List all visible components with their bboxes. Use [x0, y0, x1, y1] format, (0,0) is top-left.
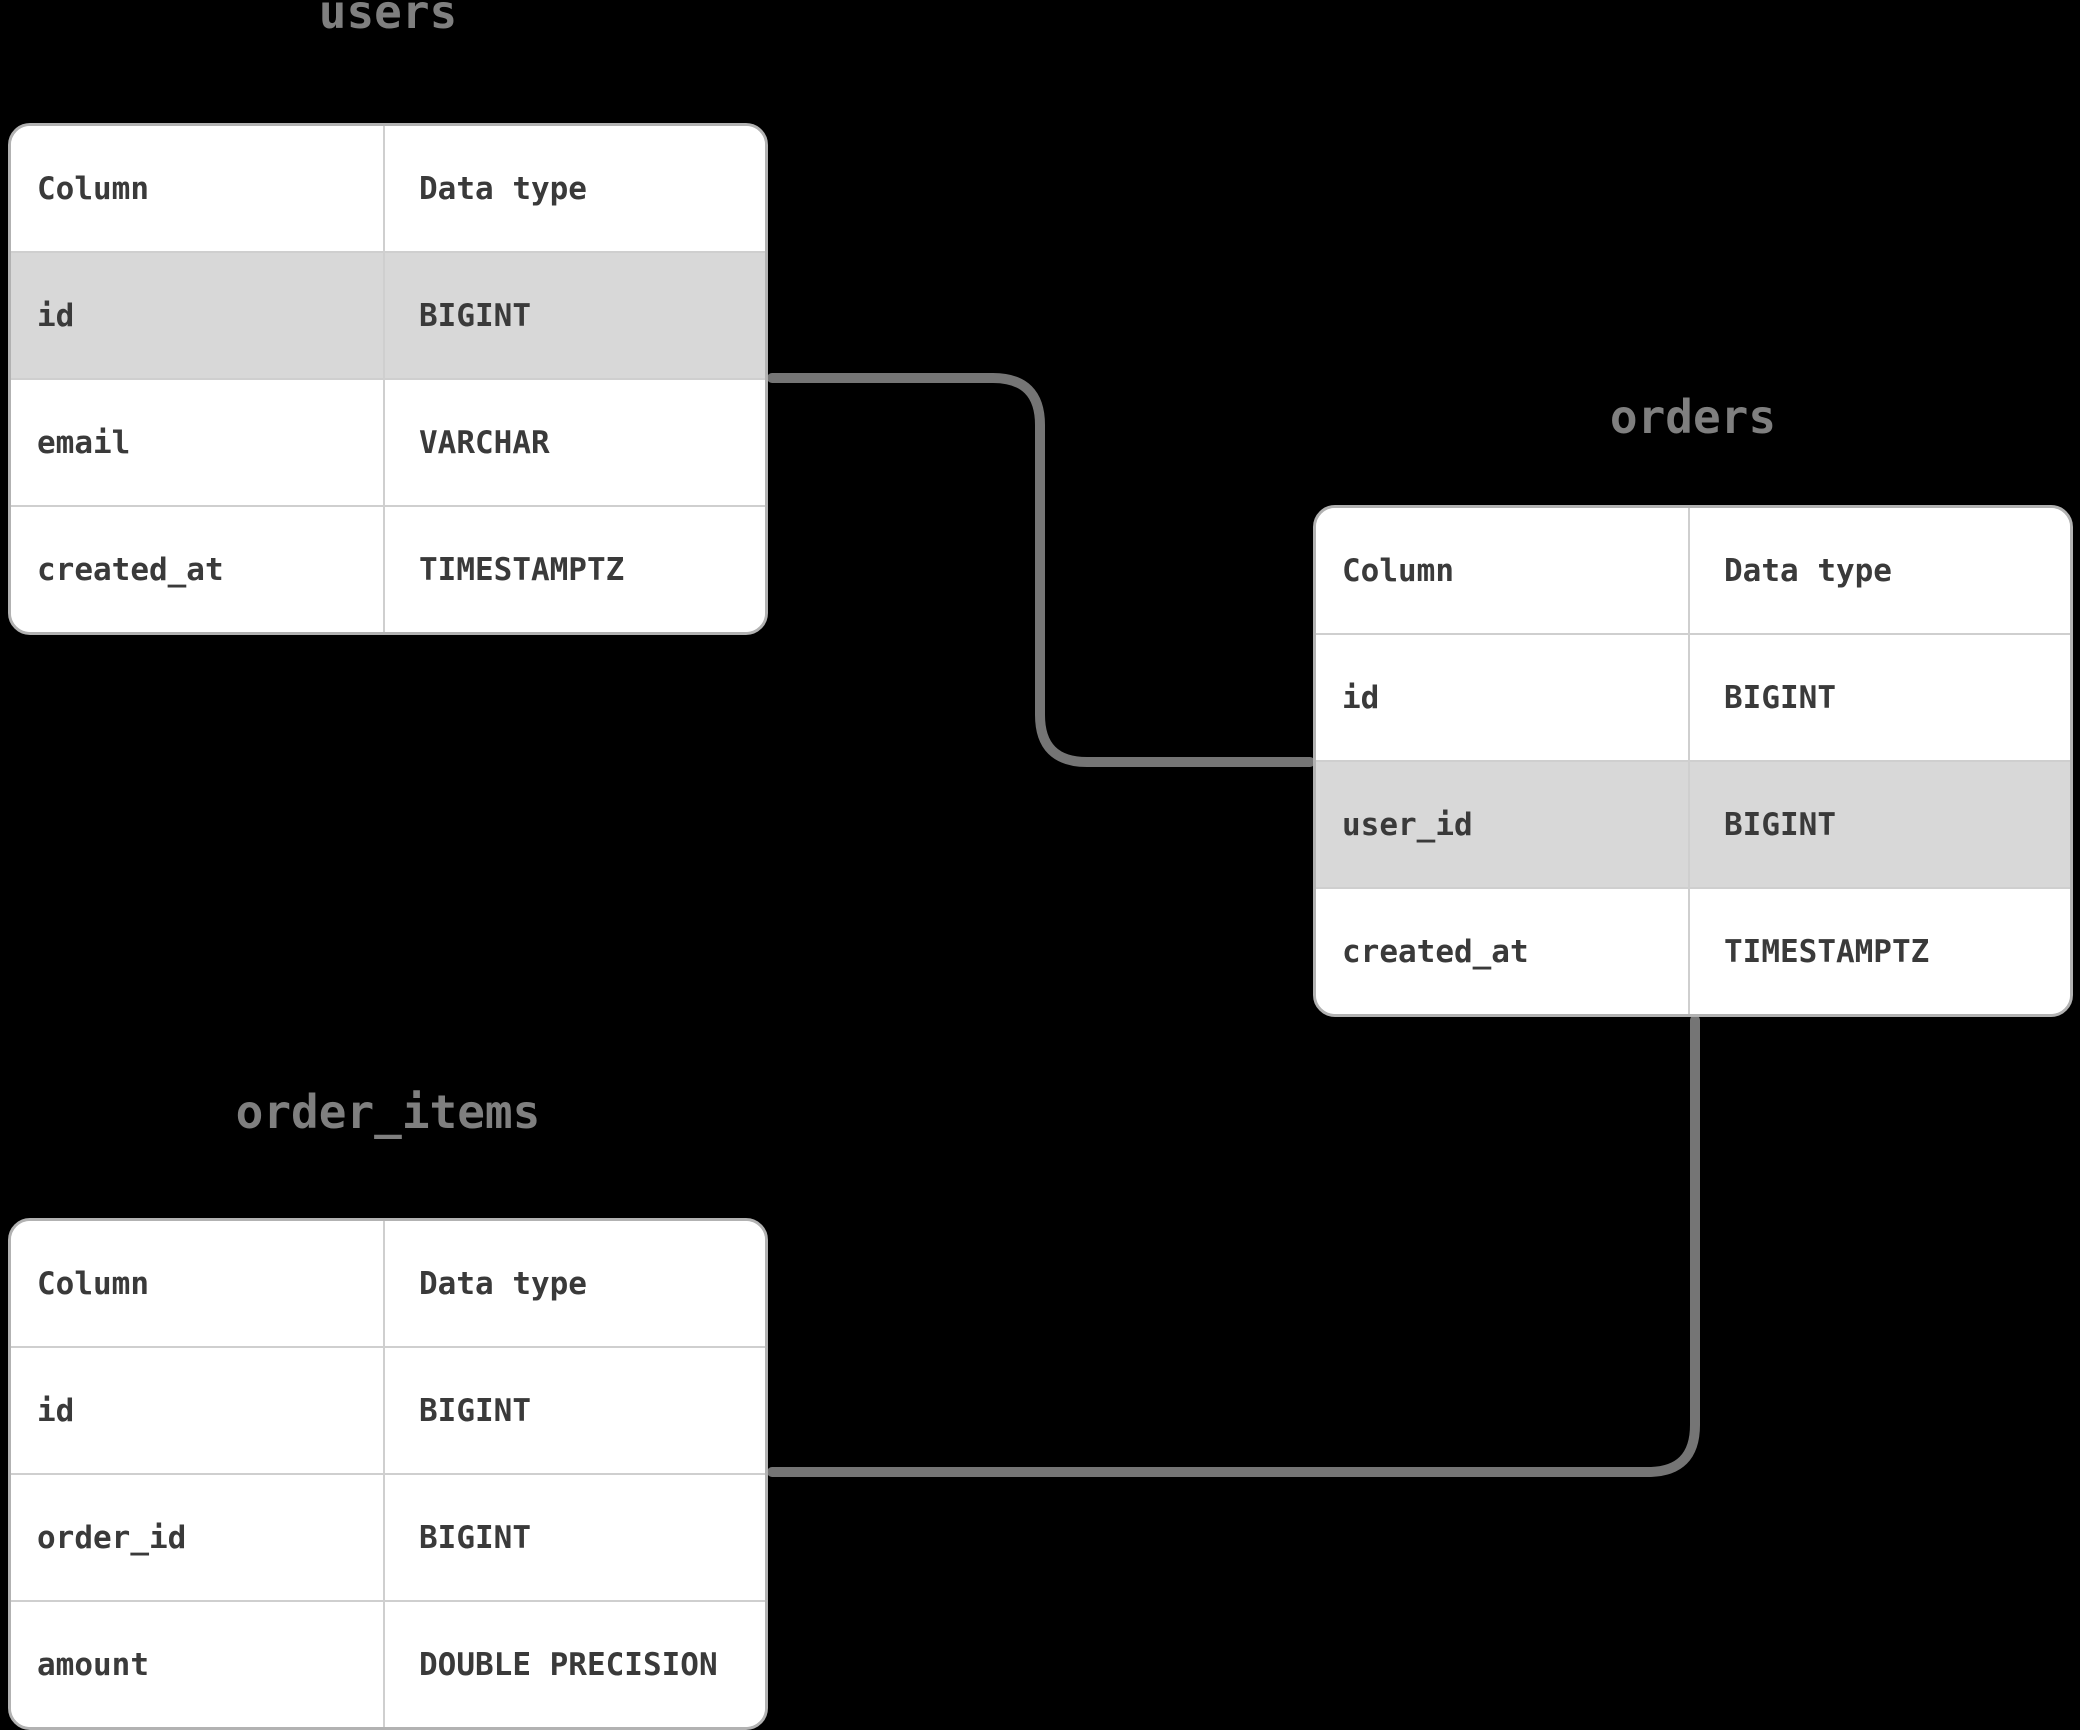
table-row-orders-id: id BIGINT: [1316, 633, 2070, 760]
table-order-items: Column Data type id BIGINT order_id BIGI…: [8, 1218, 768, 1730]
table-row-users-id: id BIGINT: [11, 251, 765, 378]
connector-users-orders: [767, 373, 1315, 767]
column-header: Column: [1342, 552, 1454, 589]
column-type: BIGINT: [383, 1348, 765, 1473]
column-type: BIGINT: [383, 1475, 765, 1600]
table-title-order-items: order_items: [235, 1085, 541, 1139]
table-row-users-email: email VARCHAR: [11, 378, 765, 505]
column-name: id: [37, 1392, 75, 1429]
column-name: created_at: [37, 551, 224, 588]
table-order-items-header-row: Column Data type: [11, 1221, 765, 1346]
table-row-order-items-amount: amount DOUBLE PRECISION: [11, 1600, 765, 1727]
column-type: VARCHAR: [383, 380, 765, 505]
table-orders: Column Data type id BIGINT user_id BIGIN…: [1313, 505, 2073, 1017]
column-type: BIGINT: [383, 253, 765, 378]
column-name: user_id: [1342, 806, 1473, 843]
data-type-header: Data type: [383, 126, 765, 251]
connector-orders-order-items: [767, 1015, 1700, 1477]
table-row-orders-created-at: created_at TIMESTAMPTZ: [1316, 887, 2070, 1014]
table-title-orders: orders: [1609, 390, 1777, 444]
data-type-header: Data type: [383, 1221, 765, 1346]
column-type: BIGINT: [1688, 635, 2070, 760]
column-name: created_at: [1342, 933, 1529, 970]
column-name: order_id: [37, 1519, 187, 1556]
table-users-header-row: Column Data type: [11, 126, 765, 251]
column-type: TIMESTAMPTZ: [1688, 889, 2070, 1014]
table-row-order-items-order-id: order_id BIGINT: [11, 1473, 765, 1600]
table-row-users-created-at: created_at TIMESTAMPTZ: [11, 505, 765, 632]
column-header: Column: [37, 1265, 149, 1302]
table-orders-header-row: Column Data type: [1316, 508, 2070, 633]
table-row-order-items-id: id BIGINT: [11, 1346, 765, 1473]
table-title-users: users: [318, 0, 458, 39]
column-name: email: [37, 424, 131, 461]
column-name: id: [37, 297, 75, 334]
table-row-orders-user-id: user_id BIGINT: [1316, 760, 2070, 887]
column-name: id: [1342, 679, 1380, 716]
table-users: Column Data type id BIGINT email VARCHAR…: [8, 123, 768, 635]
column-name: amount: [37, 1646, 149, 1683]
data-type-header: Data type: [1688, 508, 2070, 633]
column-type: DOUBLE PRECISION: [383, 1602, 765, 1727]
column-type: BIGINT: [1688, 762, 2070, 887]
column-header: Column: [37, 170, 149, 207]
column-type: TIMESTAMPTZ: [383, 507, 765, 632]
